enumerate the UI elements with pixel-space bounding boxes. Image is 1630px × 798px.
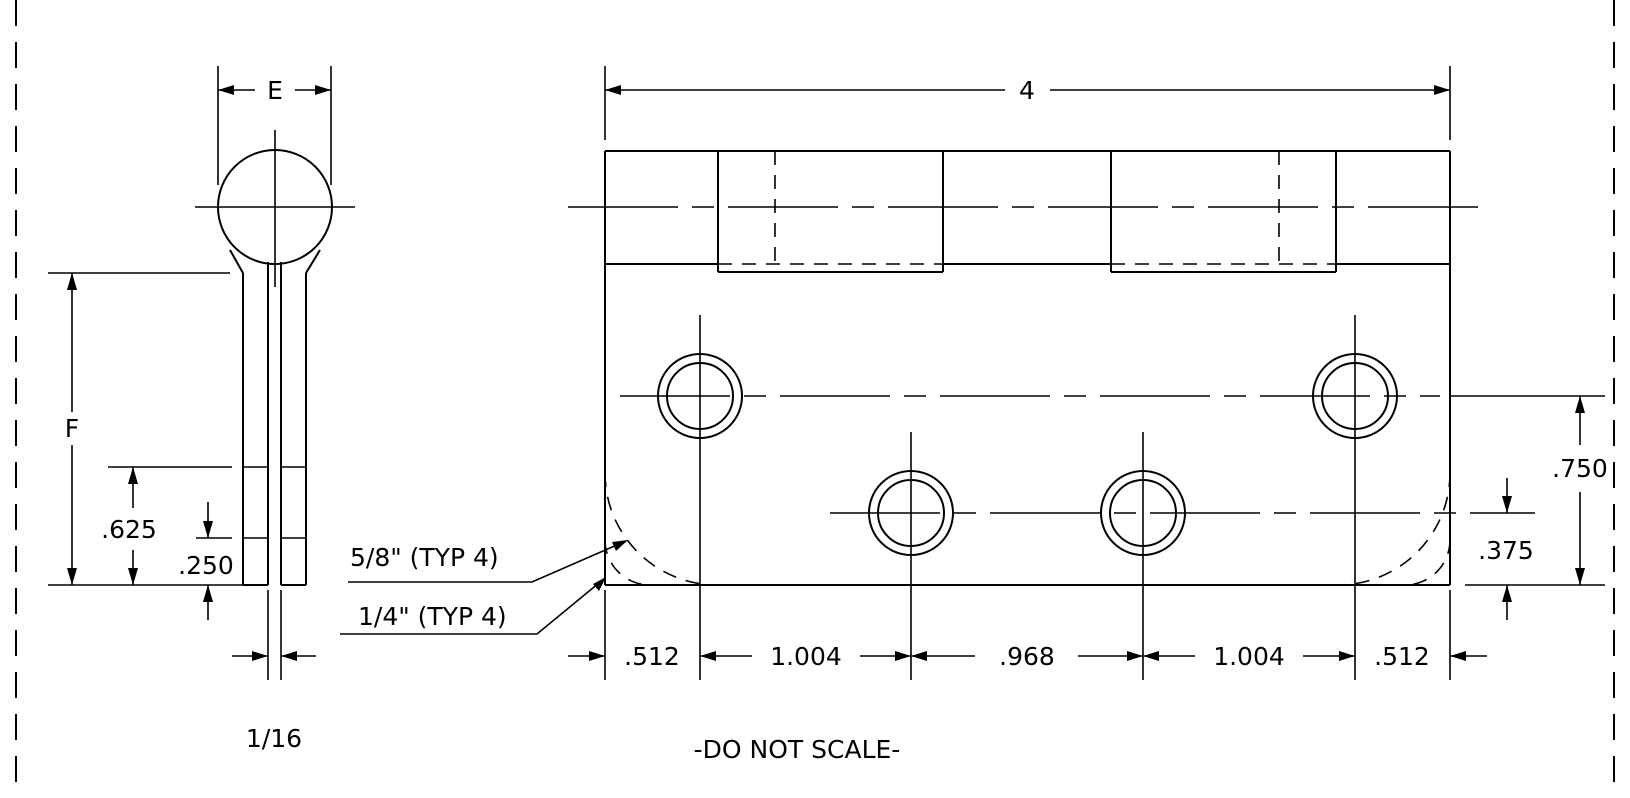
dimension-375: .375 [1478,478,1534,620]
screw-holes [620,315,1535,680]
leaf-outline [604,151,1451,586]
dim-750-label: .750 [1552,454,1608,483]
dimension-spacing-chain: .512 1.004 .968 1.004 .512 [568,590,1487,680]
do-not-scale-note: -DO NOT SCALE- [694,735,901,764]
radius-callouts: 5/8" (TYP 4) 1/4" (TYP 4) [340,540,628,635]
dim-f-label: F [65,414,79,443]
barrel [568,150,1487,273]
radius-large-label: 5/8" (TYP 4) [350,543,499,572]
dim-overall-label: 4 [1019,76,1035,105]
drawing-border [15,0,1615,798]
front-view: 4 .750 .375 5/8" (TYP 4) 1/4" [340,66,1608,680]
spacing-label: 1.004 [770,642,842,671]
dimension-f: F [48,272,243,586]
radius-small-label: 1/4" (TYP 4) [358,602,507,631]
dimension-750: .750 [1450,395,1608,586]
dimension-thickness: 1/16 [232,590,316,753]
leaf-profile [229,249,321,586]
side-view: E F .625 .250 [48,66,355,753]
spacing-label: .512 [624,642,680,671]
dimension-250: .250 [178,502,234,620]
dimension-e: E [217,66,332,185]
dimension-overall-width: 4 [604,66,1451,140]
dimension-625: .625 [101,466,232,585]
dim-625-label: .625 [101,515,157,544]
dim-thickness-label: 1/16 [246,724,302,753]
spacing-label: .968 [999,642,1055,671]
dim-375-label: .375 [1478,536,1534,565]
spacing-label: .512 [1374,642,1430,671]
dim-250-label: .250 [178,551,234,580]
dim-e-label: E [267,76,283,105]
spacing-label: 1.004 [1213,642,1285,671]
